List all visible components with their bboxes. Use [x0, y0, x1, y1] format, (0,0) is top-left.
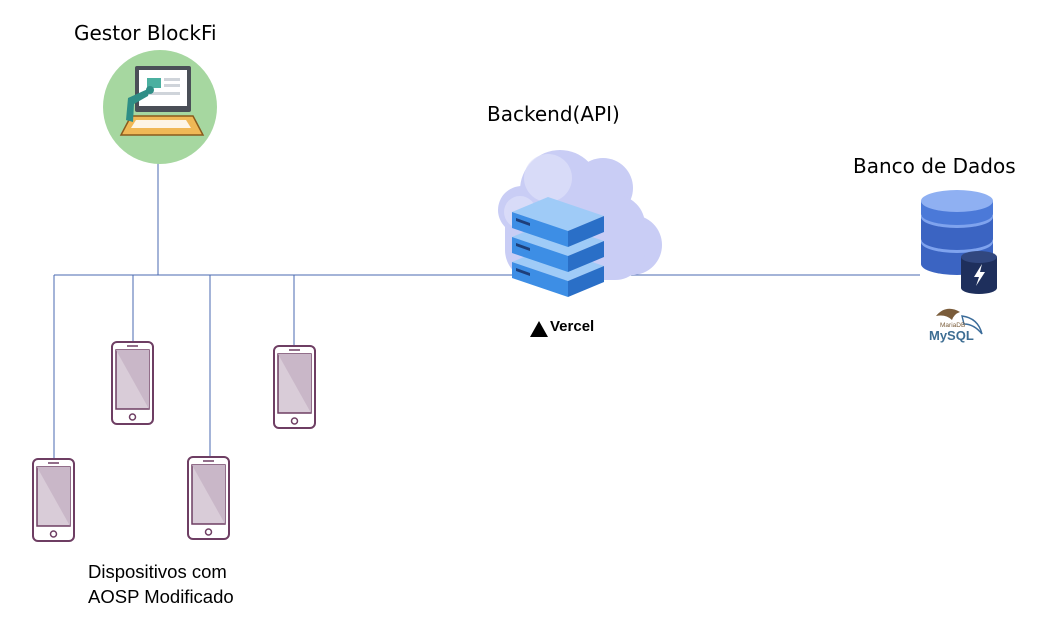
devices-caption-line-2: AOSP Modificado	[88, 586, 234, 607]
smartphone-icon	[187, 456, 230, 540]
smartphone-icon	[32, 458, 75, 542]
vercel-logo-icon	[530, 321, 548, 337]
database-icon	[921, 190, 997, 294]
devices-caption: Dispositivos com AOSP Modificado	[88, 559, 234, 609]
vercel-logo-text: Vercel	[550, 318, 595, 335]
connector-lines	[53, 163, 920, 459]
cloud-server-icon	[498, 150, 662, 297]
smartphone-icon	[111, 341, 154, 425]
mysql-logo-text: MySQL	[929, 328, 974, 343]
device-phones	[32, 341, 316, 542]
mysql-logo-icon: MariaDB MySQL	[929, 308, 983, 343]
mariadb-logo-text: MariaDB	[940, 322, 965, 329]
gestor-title: Gestor BlockFi	[74, 21, 217, 45]
devices-caption-line-1: Dispositivos com	[88, 561, 227, 582]
database-title: Banco de Dados	[853, 154, 1016, 178]
smartphone-icon	[273, 345, 316, 429]
backend-title: Backend(API)	[487, 102, 620, 126]
admin-desktop-icon	[103, 50, 217, 164]
